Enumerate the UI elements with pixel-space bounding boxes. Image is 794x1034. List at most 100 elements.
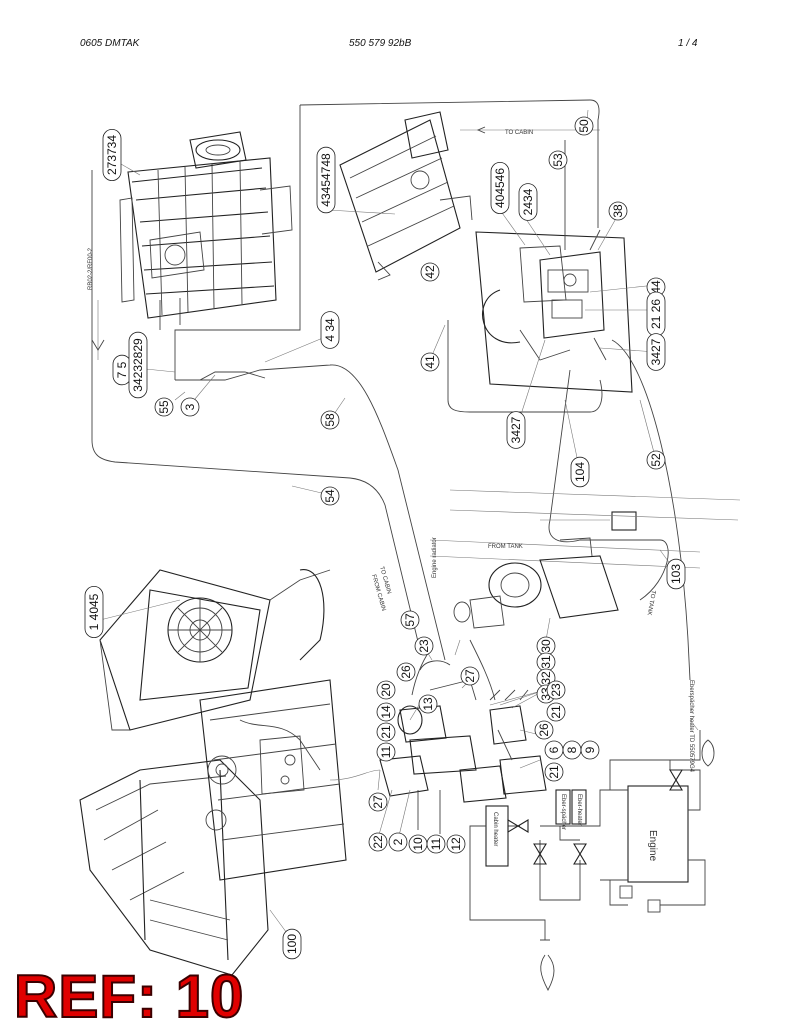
valve-panel-drawing — [475, 229, 633, 393]
callout-c55: 55 — [154, 397, 174, 417]
callout-circle — [608, 201, 628, 221]
callout-c23b: 23 — [546, 680, 566, 700]
callout-c38: 38 — [608, 201, 628, 221]
callout-c31: 31 — [536, 652, 556, 672]
callout-c2434: 2434 — [518, 183, 538, 221]
callout-c11b: 11 — [426, 834, 446, 854]
callout-capsule — [666, 558, 686, 590]
cab-structure-drawing — [79, 679, 381, 976]
chassis-and-pump-drawing: Engine radiator FROM TANK TO TANK — [429, 489, 741, 629]
callout-circle — [400, 610, 420, 630]
callout-number: 21 — [549, 705, 563, 719]
callout-capsule — [646, 333, 666, 371]
callout-number: 1 4045 — [87, 593, 101, 630]
callout-number: 4 34 — [323, 318, 337, 342]
callout-number: 22 — [371, 835, 385, 849]
callout-number: 20 — [379, 683, 393, 697]
callout-c12: 12 — [446, 834, 466, 854]
callout-circle — [376, 702, 396, 722]
callout-circle — [544, 762, 564, 782]
callout-number: 23 — [417, 639, 431, 653]
callout-number: 6 — [547, 746, 561, 753]
callout-number: 26 — [399, 665, 413, 679]
callout-number: 43454748 — [319, 153, 333, 207]
callout-circle — [388, 832, 408, 852]
callout-c22: 22 — [368, 832, 388, 852]
callout-number: 52 — [649, 453, 663, 467]
callout-circle — [646, 450, 666, 470]
callout-number: 8 — [565, 746, 579, 753]
callout-circle — [420, 262, 440, 282]
callout-c434: 4 34 — [320, 311, 340, 349]
callout-c75: 7 5 — [112, 354, 132, 386]
callout-c53: 53 — [548, 150, 568, 170]
callout-c104: 104 — [570, 456, 590, 488]
engine-schematic-label: Engine — [647, 830, 658, 862]
callout-circle — [320, 486, 340, 506]
to-tank-label: TO TANK — [646, 590, 656, 616]
drawing-number: RB02-2/RF00-2 — [88, 247, 94, 290]
callout-number: 38 — [611, 204, 625, 218]
callout-capsule — [570, 456, 590, 488]
callout-capsule — [316, 146, 336, 214]
callout-capsule — [518, 183, 538, 221]
callout-c34232829: 34232829 — [128, 331, 148, 399]
callout-circle — [396, 662, 416, 682]
callout-number: 54 — [323, 489, 337, 503]
radiator-fan-drawing — [99, 569, 331, 731]
callout-c27a: 27 — [460, 666, 480, 686]
callout-capsule — [506, 411, 526, 449]
callout-number: 21 — [547, 765, 561, 779]
pipe-routes: TO CABIN FROM CABIN — [91, 99, 691, 701]
callout-c44: 44 — [646, 277, 666, 297]
callout-c14: 14 — [376, 702, 396, 722]
callout-circle — [546, 702, 566, 722]
callout-circle — [574, 116, 594, 136]
callout-c52: 52 — [646, 450, 666, 470]
engine-radiator-label: Engine radiator — [432, 537, 438, 578]
callout-c14045: 1 4045 — [84, 585, 104, 639]
header-center: 550 579 92bB — [349, 38, 412, 49]
callout-c43454748: 43454748 — [316, 146, 336, 214]
ref-label: REF: 10 — [13, 962, 245, 1031]
from-tank-label: FROM TANK — [488, 544, 523, 550]
callout-number: 13 — [421, 697, 435, 711]
callout-c23a: 23 — [414, 636, 434, 656]
callout-circle — [426, 834, 446, 854]
callout-c57: 57 — [400, 610, 420, 630]
callout-c10: 10 — [408, 834, 428, 854]
callout-c3: 3 — [180, 397, 200, 417]
callout-capsule — [282, 928, 302, 960]
callout-c27b: 27 — [368, 792, 388, 812]
callout-number: 104 — [573, 462, 587, 482]
callout-number: 12 — [449, 837, 463, 851]
callout-circle — [376, 722, 396, 742]
eber-schematic-label-2: Eber-heater — [576, 794, 582, 826]
callout-number: 58 — [323, 413, 337, 427]
callout-number: 27 — [371, 795, 385, 809]
callout-c21a: 21 — [376, 722, 396, 742]
callout-circle — [420, 352, 440, 372]
callout-c50: 50 — [574, 116, 594, 136]
callout-capsule — [320, 311, 340, 349]
callout-c3427a: 3427 — [646, 333, 666, 371]
engine-block-drawing: RB02-2/RF00-2 — [88, 131, 293, 360]
callout-number: 34232829 — [131, 338, 145, 392]
callout-c21c: 21 — [544, 762, 564, 782]
callout-circle — [414, 636, 434, 656]
callout-c41: 41 — [420, 352, 440, 372]
callout-number: 23 — [549, 683, 563, 697]
callout-number: 27 — [463, 669, 477, 683]
callout-number: 21 26 — [649, 299, 663, 329]
callout-number: 57 — [403, 613, 417, 627]
callout-c103: 103 — [666, 558, 686, 590]
callout-capsule — [84, 585, 104, 639]
callout-number: 2 — [391, 838, 405, 845]
callout-circle — [546, 680, 566, 700]
callout-number: 273734 — [105, 135, 119, 175]
cabin-heater-box-drawing: TO CABIN — [339, 111, 600, 281]
callout-circle — [548, 150, 568, 170]
callout-circle — [368, 832, 388, 852]
